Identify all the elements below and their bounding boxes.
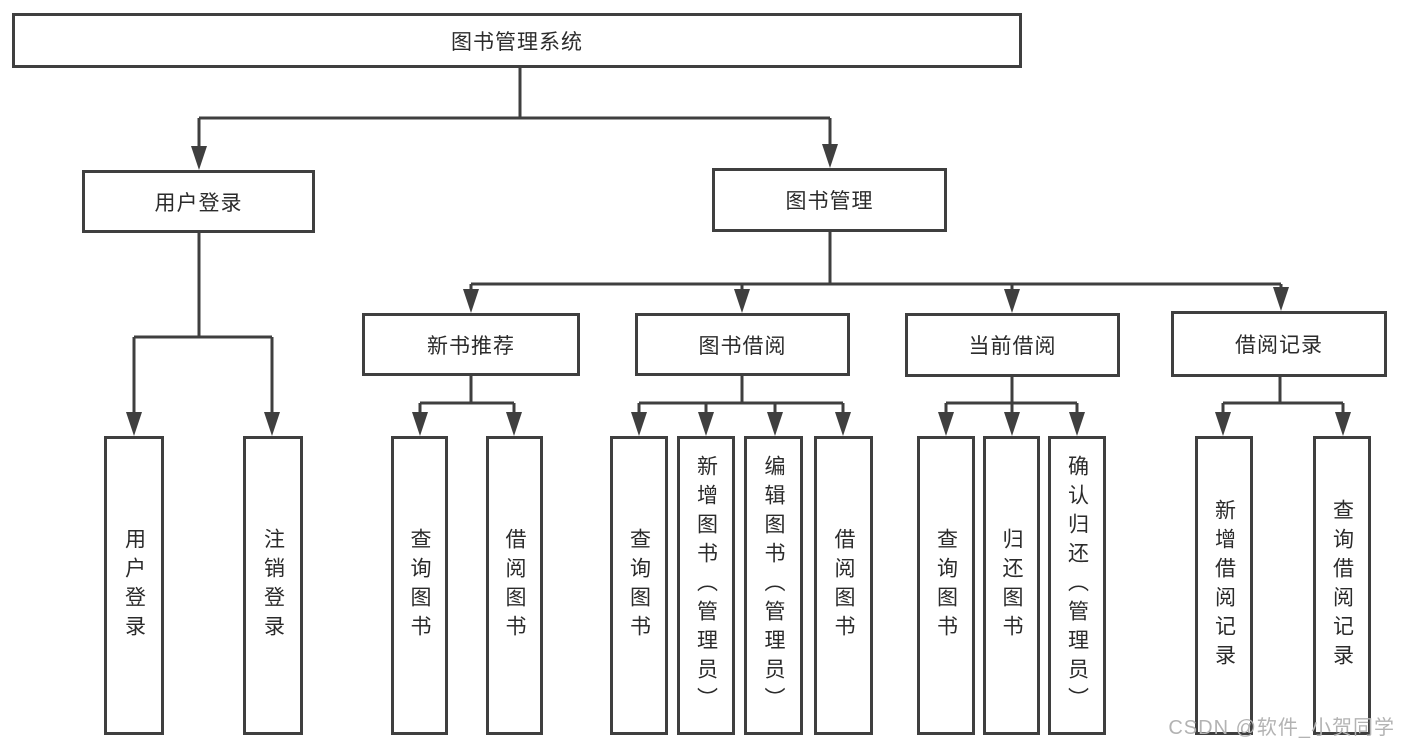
node-label: 用户登录 (122, 527, 146, 644)
leaf-confirm-return-admin: 确认归还（管理员） (1048, 436, 1106, 735)
leaf-query-books-current: 查询图书 (917, 436, 975, 735)
leaf-add-borrow-record: 新增借阅记录 (1195, 436, 1253, 735)
leaf-query-books-borrow: 查询图书 (610, 436, 668, 735)
leaf-query-borrow-record: 查询借阅记录 (1313, 436, 1371, 735)
node-label: 图书管理 (785, 190, 874, 213)
node-label: 图书管理系统 (451, 30, 583, 54)
leaf-borrow-books-recommend: 借阅图书 (486, 436, 543, 735)
leaf-logout: 注销登录 (243, 436, 303, 735)
node-label: 借阅图书 (832, 527, 855, 644)
leaf-edit-book-admin: 编辑图书（管理员） (744, 436, 803, 735)
node-book-borrow: 图书借阅 (635, 313, 850, 376)
leaf-borrow-books-borrow: 借阅图书 (814, 436, 873, 735)
leaf-add-book-admin: 新增图书（管理员） (677, 436, 735, 735)
node-label: 编辑图书（管理员） (762, 455, 785, 716)
node-label: 注销登录 (261, 527, 285, 644)
node-label: 借阅图书 (503, 527, 526, 644)
csdn-watermark: CSDN @软件_小贺同学 (1168, 717, 1395, 739)
node-borrow-records: 借阅记录 (1171, 311, 1387, 377)
node-label: 用户登录 (154, 191, 243, 215)
leaf-user-login: 用户登录 (104, 436, 164, 735)
node-library-management-system: 图书管理系统 (12, 13, 1022, 68)
node-label: 确认归还（管理员） (1065, 455, 1089, 716)
node-label: 查询图书 (408, 527, 431, 644)
node-label: 查询图书 (627, 527, 651, 644)
node-label: 图书借阅 (698, 334, 787, 358)
leaf-query-books-recommend: 查询图书 (391, 436, 448, 735)
node-label: 新增图书（管理员） (694, 455, 718, 716)
node-new-book-recommend: 新书推荐 (362, 313, 580, 376)
node-label: 当前借阅 (968, 335, 1057, 358)
leaf-return-books: 归还图书 (983, 436, 1040, 735)
node-user-login: 用户登录 (82, 170, 315, 233)
node-label: 查询借阅记录 (1330, 498, 1354, 673)
node-label: 新增借阅记录 (1212, 498, 1236, 673)
node-label: 新书推荐 (427, 334, 515, 358)
node-current-borrow: 当前借阅 (905, 313, 1120, 377)
node-label: 查询图书 (934, 527, 958, 644)
node-label: 归还图书 (1000, 527, 1023, 644)
node-label: 借阅记录 (1235, 334, 1323, 357)
node-book-management: 图书管理 (712, 168, 947, 232)
